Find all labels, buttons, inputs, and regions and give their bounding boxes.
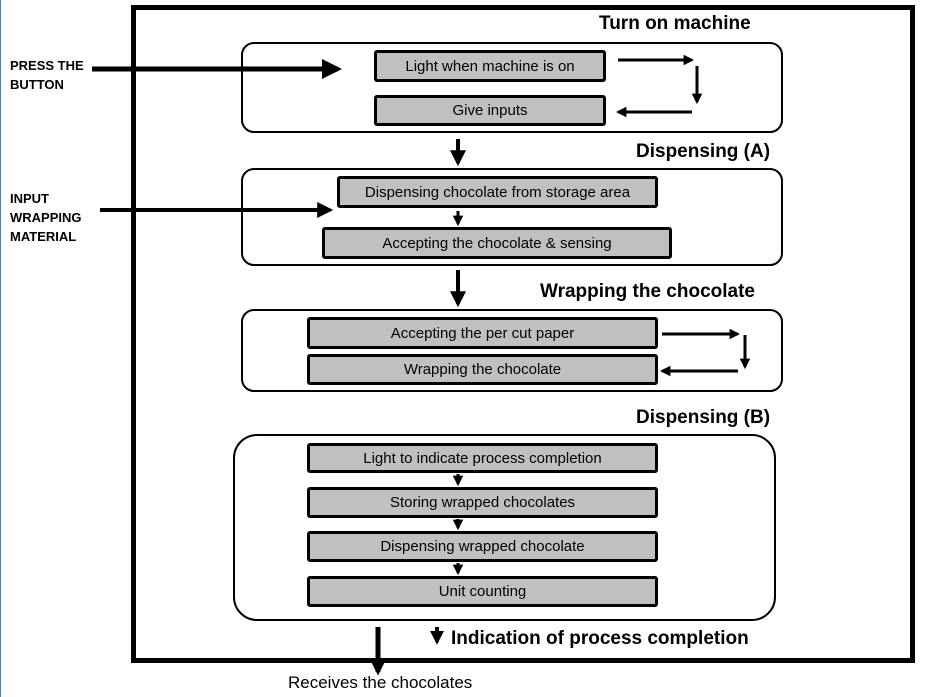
- step-give-inputs: Give inputs: [374, 95, 606, 126]
- input-label-line: INPUT: [10, 191, 49, 206]
- step-unit-counting: Unit counting: [307, 576, 658, 607]
- input-label-line: PRESS THE: [10, 58, 84, 73]
- step-dispensing-from-storage: Dispensing chocolate from storage area: [337, 176, 658, 208]
- wrapping-material-input-label: INPUT WRAPPING MATERIAL: [10, 189, 82, 246]
- step-light-machine-on: Light when machine is on: [374, 50, 606, 82]
- input-label-line: MATERIAL: [10, 229, 77, 244]
- section-title-wrapping: Wrapping the chocolate: [540, 281, 756, 302]
- step-storing-wrapped: Storing wrapped chocolates: [307, 487, 658, 518]
- window-left-edge: [0, 0, 1, 697]
- step-light-completion: Light to indicate process completion: [307, 443, 658, 473]
- step-accepting-paper: Accepting the per cut paper: [307, 317, 658, 349]
- step-dispensing-wrapped: Dispensing wrapped chocolate: [307, 531, 658, 562]
- step-wrapping-chocolate: Wrapping the chocolate: [307, 354, 658, 385]
- machine-boundary: [131, 5, 915, 663]
- input-label-line: BUTTON: [10, 77, 64, 92]
- section-title-dispensing-b: Dispensing (B): [636, 407, 771, 428]
- input-label-line: WRAPPING: [10, 210, 82, 225]
- press-button-input-label: PRESS THE BUTTON: [10, 56, 84, 94]
- completion-indicator-label: Indication of process completion: [451, 628, 749, 649]
- section-title-turn-on-machine: Turn on machine: [599, 13, 751, 34]
- step-accepting-and-sensing: Accepting the chocolate & sensing: [322, 227, 672, 259]
- output-label: Receives the chocolates: [288, 673, 473, 692]
- section-title-dispensing-a: Dispensing (A): [636, 141, 771, 162]
